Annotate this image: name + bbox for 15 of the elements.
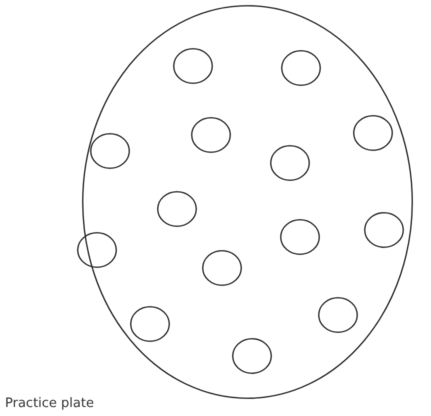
well-circle	[364, 212, 404, 248]
well-circle	[232, 338, 272, 374]
well-circle	[173, 48, 213, 84]
well-circle	[270, 145, 310, 181]
well-circle	[157, 191, 197, 227]
well-circle	[130, 306, 170, 342]
well-circle	[281, 50, 321, 86]
well-circle	[202, 250, 242, 286]
well-circle	[318, 297, 358, 333]
well-circle	[353, 115, 393, 151]
well-circle	[191, 117, 231, 153]
well-circle	[280, 219, 320, 255]
plate-label: Practice plate	[5, 396, 94, 411]
well-circle	[77, 232, 117, 268]
well-circle	[90, 133, 130, 169]
